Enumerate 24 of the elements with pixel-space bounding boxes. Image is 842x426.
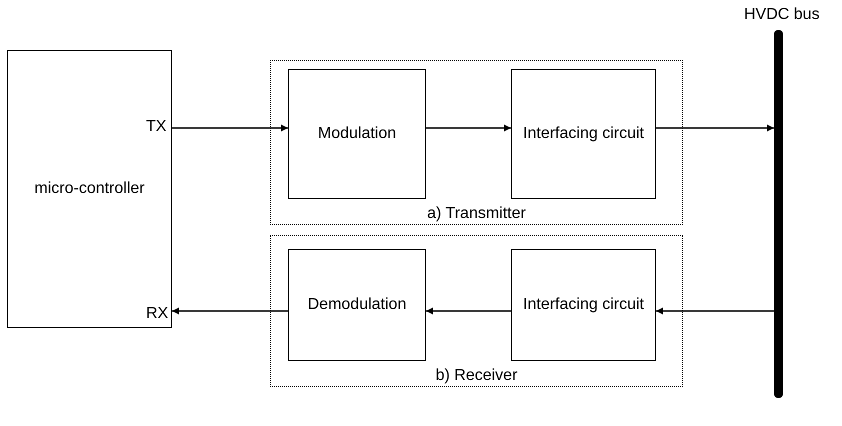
pin-label: TX bbox=[146, 118, 166, 136]
group-label: a) Transmitter bbox=[425, 205, 528, 222]
box-label: Modulation bbox=[316, 125, 398, 143]
dashed-group-frame bbox=[270, 235, 683, 387]
process-box bbox=[511, 249, 656, 361]
arrow bbox=[656, 308, 774, 314]
arrow bbox=[172, 124, 288, 132]
dashed-group-frame bbox=[270, 60, 683, 225]
box-label: Demodulation bbox=[306, 296, 408, 314]
arrow bbox=[426, 124, 511, 132]
process-box bbox=[288, 249, 426, 361]
process-box bbox=[511, 69, 656, 199]
box-label: Interfacing circuit bbox=[522, 296, 645, 314]
bus-label: HVDC bus bbox=[744, 6, 820, 24]
box-label: micro-controller bbox=[33, 180, 146, 198]
pin-label: RX bbox=[146, 305, 168, 323]
bus-bar bbox=[774, 30, 783, 398]
controller-box bbox=[7, 50, 172, 328]
box-label: Interfacing circuit bbox=[522, 125, 645, 143]
arrow bbox=[172, 308, 288, 314]
process-box bbox=[288, 69, 426, 199]
arrow bbox=[656, 124, 774, 132]
arrow bbox=[426, 308, 511, 314]
group-label: b) Receiver bbox=[434, 367, 520, 384]
